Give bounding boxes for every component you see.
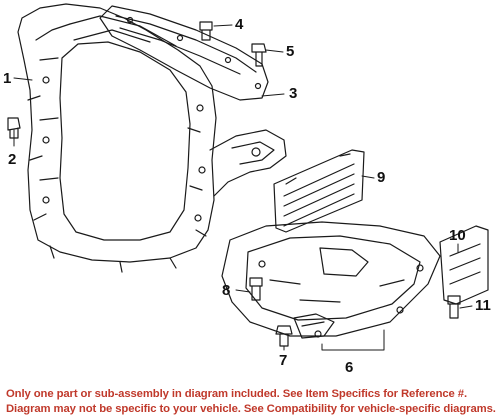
- under-cover-6: [221, 221, 441, 339]
- upper-cover: [99, 5, 269, 101]
- line-art: [7, 3, 489, 351]
- callout-1: 1: [3, 70, 12, 87]
- callout-7: 7: [279, 352, 288, 369]
- bolt-5: [251, 43, 267, 67]
- callout-6: 6: [345, 359, 354, 376]
- bolt-4: [199, 21, 213, 41]
- radiator-support-frame: [17, 3, 287, 273]
- vent-panel-9: [273, 149, 365, 233]
- callout-10: 10: [449, 227, 466, 244]
- callout-9: 9: [377, 169, 386, 186]
- splash-guard-10: [439, 225, 489, 305]
- disclaimer-line-1: Only one part or sub-assembly in diagram…: [6, 388, 467, 400]
- callout-4: 4: [235, 16, 244, 33]
- bolt-11: [447, 295, 461, 319]
- callout-8: 8: [222, 282, 231, 299]
- disclaimer-line-2: Diagram may not be specific to your vehi…: [6, 403, 496, 415]
- disclaimer-footer: Only one part or sub-assembly in diagram…: [0, 384, 500, 419]
- leader-lines: [13, 24, 473, 351]
- bolt-8: [249, 277, 263, 301]
- callout-5: 5: [286, 43, 295, 60]
- callout-3: 3: [289, 85, 298, 102]
- callout-11: 11: [475, 297, 491, 314]
- callout-2: 2: [8, 151, 17, 168]
